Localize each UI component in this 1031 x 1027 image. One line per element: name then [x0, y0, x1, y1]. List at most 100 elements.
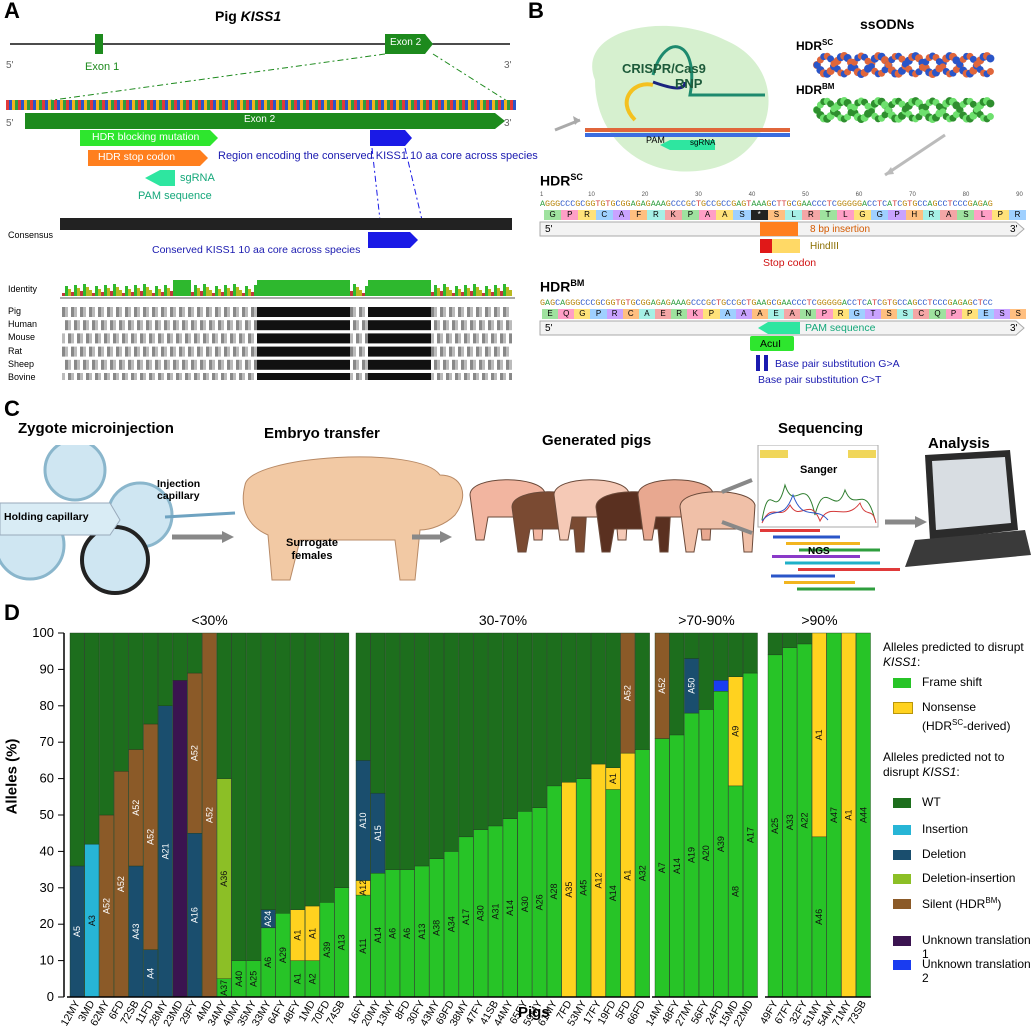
align-cell	[128, 373, 131, 380]
amino-acid: E	[542, 309, 559, 319]
align-cell	[368, 359, 371, 370]
align-cell	[413, 373, 416, 380]
base: A	[756, 298, 762, 308]
align-cell	[449, 346, 452, 357]
identity-bar	[443, 284, 446, 296]
align-cell	[494, 307, 497, 317]
amino-acid: E	[767, 309, 785, 319]
align-cell	[83, 373, 86, 380]
align-cell	[212, 373, 215, 380]
amino-acid: A	[940, 210, 958, 220]
align-cell	[344, 346, 347, 357]
align-cell	[206, 346, 209, 357]
align-cell	[284, 346, 287, 357]
align-cell	[176, 320, 179, 331]
align-cell	[143, 346, 146, 357]
strip-base	[156, 100, 159, 110]
strip-base	[492, 100, 495, 110]
amino-acid: P	[816, 309, 833, 319]
align-cell	[419, 307, 422, 317]
align-cell	[284, 359, 287, 370]
segment-label: A43	[131, 923, 141, 939]
identity-bar	[383, 280, 386, 296]
segment-label: A13	[337, 934, 347, 950]
align-cell	[161, 333, 164, 344]
align-cell	[392, 346, 395, 357]
align-cell	[200, 346, 203, 357]
align-cell	[74, 333, 77, 344]
three-prime-top: 3'	[504, 60, 512, 71]
bar-segment	[370, 632, 386, 794]
identity-bar	[404, 280, 407, 296]
strip-base	[159, 100, 162, 110]
base: G	[967, 199, 973, 209]
base: G	[912, 298, 918, 308]
identity-bar	[467, 288, 470, 296]
align-cell	[386, 333, 389, 344]
align-cell	[185, 373, 188, 380]
align-cell	[62, 346, 65, 357]
align-cell	[68, 307, 71, 317]
align-cell	[251, 307, 254, 317]
strip-base	[84, 100, 87, 110]
align-cell	[314, 346, 317, 357]
align-cell	[248, 359, 251, 370]
align-cell	[374, 359, 377, 370]
strip-base	[204, 100, 207, 110]
align-cell	[251, 373, 254, 380]
align-cell	[464, 307, 467, 317]
align-cell	[137, 333, 140, 344]
bar-segment	[355, 632, 371, 761]
amino-acid: T	[819, 210, 837, 220]
align-cell	[173, 346, 176, 357]
align-cell	[305, 373, 308, 380]
align-cell	[179, 373, 182, 380]
identity-bar	[500, 291, 503, 296]
base: C	[680, 199, 686, 209]
align-cell	[116, 320, 119, 331]
pig-figure	[679, 491, 756, 553]
align-cell	[347, 373, 350, 380]
align-cell	[152, 373, 155, 380]
strip-base	[432, 100, 435, 110]
strip-base	[165, 100, 168, 110]
amino-acid: G	[848, 309, 865, 319]
align-cell	[260, 320, 263, 331]
align-cell	[440, 320, 443, 331]
align-cell	[506, 320, 509, 331]
align-cell	[356, 373, 359, 380]
helix-bead	[986, 113, 994, 121]
amino-acid: C	[622, 309, 639, 319]
align-cell	[401, 307, 404, 317]
align-cell	[239, 359, 242, 370]
panel-d-letter: D	[4, 600, 20, 625]
identity-bar	[308, 280, 311, 296]
amino-acid: K	[687, 309, 704, 319]
align-cell	[383, 307, 386, 317]
strip-base	[207, 100, 210, 110]
strip-base	[267, 100, 270, 110]
segment-label: A14	[608, 885, 618, 901]
strip-base	[444, 100, 447, 110]
strip-base	[48, 100, 51, 110]
align-cell	[164, 373, 167, 380]
align-cell	[452, 373, 455, 380]
align-cell	[119, 373, 122, 380]
align-cell	[461, 333, 464, 344]
crispr-label: CRISPR/Cas9	[622, 61, 706, 76]
base: G	[645, 298, 651, 308]
amino-acid: S	[897, 309, 914, 319]
align-cell	[224, 373, 227, 380]
base: G	[620, 298, 626, 308]
amino-acid: R	[922, 210, 941, 220]
bm-5p: 5'	[545, 323, 553, 334]
align-cell	[419, 359, 422, 370]
align-cell	[128, 346, 131, 357]
align-cell	[248, 346, 251, 357]
identity-bar	[143, 284, 146, 296]
amino-acid: G	[853, 210, 872, 220]
align-cell	[350, 320, 353, 331]
align-cell	[275, 307, 278, 317]
rnp-label: RNP	[675, 76, 703, 91]
align-cell	[179, 333, 182, 344]
